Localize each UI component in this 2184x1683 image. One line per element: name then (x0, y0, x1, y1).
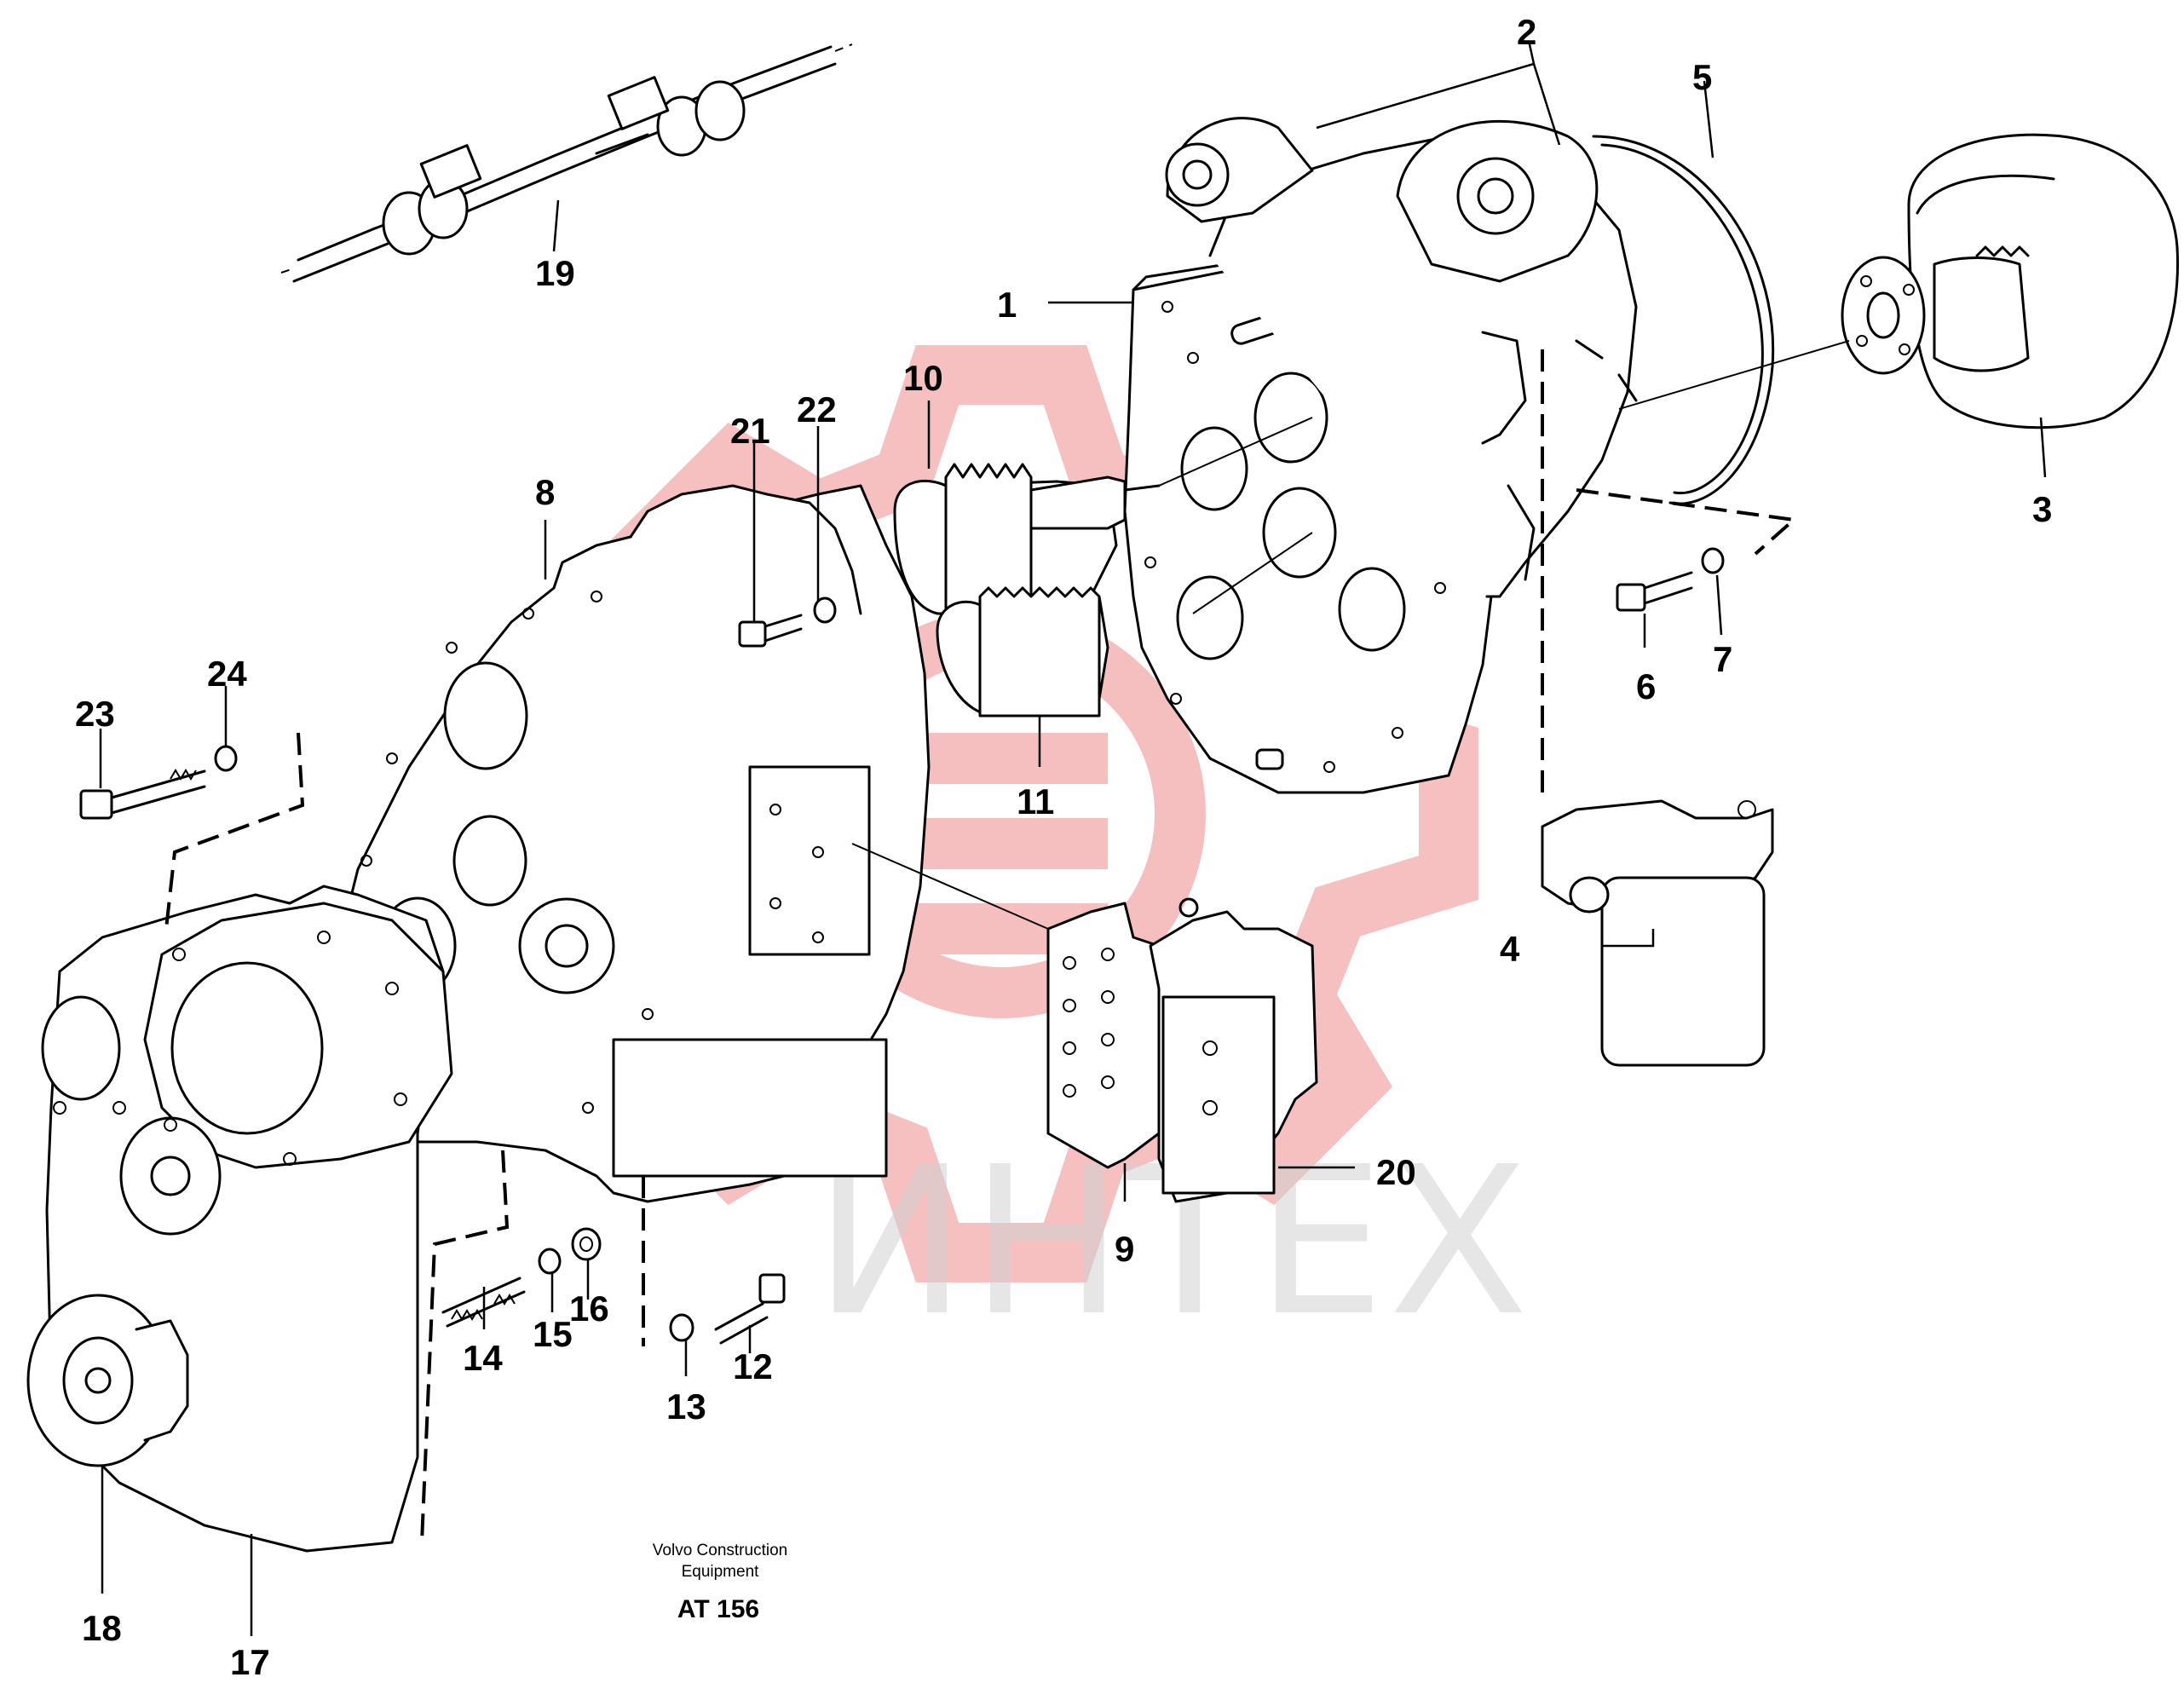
callout-20: 20 (1376, 1152, 1416, 1192)
callout-4: 4 (1500, 929, 1520, 969)
callout-13: 13 (666, 1386, 706, 1427)
callout-12: 12 (733, 1346, 773, 1386)
callout-2: 2 (1517, 12, 1536, 52)
callout-7: 7 (1713, 639, 1732, 679)
part-2-bell-housing (1165, 117, 1638, 598)
caption-line-2: Equipment (682, 1563, 760, 1581)
callout-16: 16 (569, 1288, 609, 1329)
part-14-stud (441, 1277, 526, 1328)
callout-6: 6 (1636, 666, 1656, 706)
part-22-washer (813, 597, 837, 624)
part-9-bracket (1046, 902, 1161, 1169)
caption-code: AT 156 (677, 1595, 759, 1623)
callout-15: 15 (533, 1314, 573, 1354)
part-10-gear-shaft (893, 463, 1161, 615)
callout-9: 9 (1115, 1229, 1134, 1269)
part-8-gearbox-housing (339, 484, 931, 1203)
part-7-washer (1701, 547, 1725, 574)
callout-18: 18 (82, 1608, 122, 1648)
part-23-bolt (79, 769, 206, 820)
part-24-washer (214, 745, 238, 772)
callout-23: 23 (75, 694, 115, 734)
part-6-bolt (1616, 571, 1693, 612)
callout-labels: 1 2 3 4 5 6 7 8 9 10 11 12 13 14 15 16 1… (75, 12, 2052, 1682)
drawing-caption: Volvo Construction Equipment AT 156 (653, 1542, 787, 1623)
leader-lines (99, 43, 2047, 1636)
callout-5: 5 (1692, 57, 1712, 97)
part-12-bolt (714, 1273, 786, 1345)
part-21-bolt (738, 614, 803, 648)
callout-22: 22 (797, 389, 837, 429)
part-3-torque-converter (1841, 133, 2180, 429)
part-11-gear-shaft (936, 586, 1109, 718)
assembly-lines (164, 340, 1850, 1543)
callout-24: 24 (207, 654, 247, 694)
part-19-hose (280, 43, 853, 283)
callout-14: 14 (463, 1338, 503, 1378)
part-18-output-flange (26, 1294, 189, 1467)
part-16-nut (571, 1227, 602, 1261)
callout-19: 19 (535, 253, 575, 293)
callout-10: 10 (903, 358, 943, 398)
part-20-valve-block (1149, 897, 1318, 1203)
callout-17: 17 (230, 1642, 270, 1682)
callout-11: 11 (1017, 781, 1054, 821)
callout-1: 1 (997, 285, 1017, 325)
part-4-filter (1541, 799, 1774, 1067)
caption-line-1: Volvo Construction (653, 1542, 787, 1559)
callout-21: 21 (730, 411, 770, 451)
part-5-o-ring (1592, 135, 1775, 505)
part-13-washer (669, 1313, 694, 1342)
callout-8: 8 (535, 472, 555, 512)
callout-3: 3 (2032, 489, 2052, 529)
part-15-washer (538, 1248, 562, 1275)
